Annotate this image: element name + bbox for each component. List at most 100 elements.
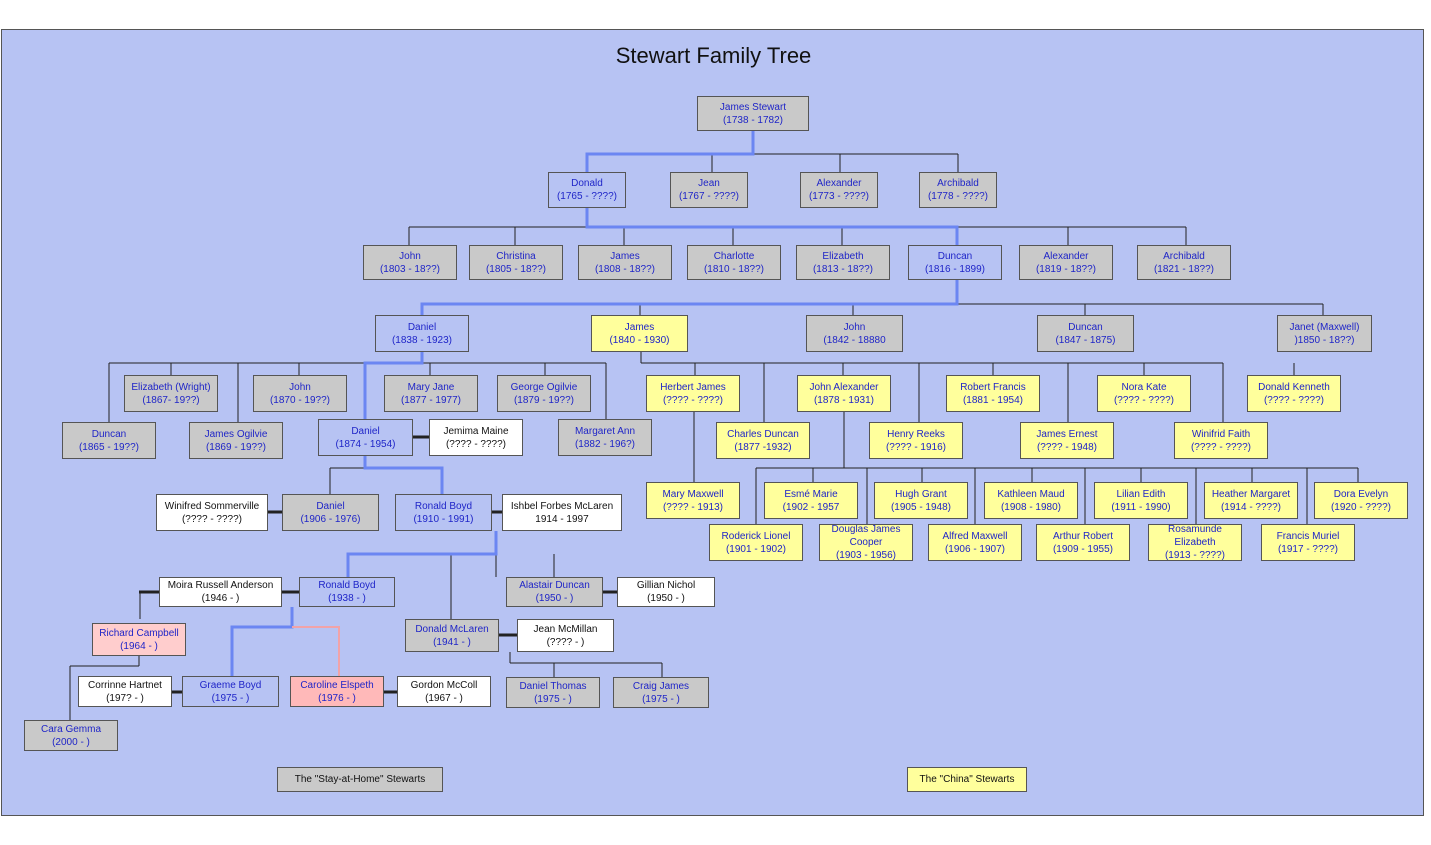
connector [408, 226, 1187, 245]
person-jamesernest: James Ernest(???? - 1948) [1020, 422, 1114, 459]
person-name: Winifred Sommerville [164, 500, 260, 512]
person-francismuriel: Francis Muriel(1917 - ????) [1261, 524, 1355, 561]
person-corinne: Corrinne Hartnet(197? - ) [78, 676, 172, 707]
person-name: Robert Francis [960, 381, 1026, 393]
connector [230, 607, 294, 676]
person-name: Daniel [407, 321, 437, 333]
connector [587, 153, 959, 172]
person-name: George Ogilvie [510, 381, 578, 393]
person-dates: (???? - ????) [1113, 394, 1175, 406]
person-dates: (1879 - 19??) [513, 394, 575, 406]
person-christina1805: Christina(1805 - 18??) [469, 245, 563, 280]
person-lilianedith: Lilian Edith(1911 - 1990) [1094, 482, 1188, 519]
connector [640, 352, 1295, 422]
person-herbertjames: Herbert James(???? - ????) [646, 375, 740, 412]
person-dates: (1878 - 1931) [813, 394, 875, 406]
person-name: Ronald Boyd [414, 500, 473, 512]
person-dates: (1813 - 18??) [812, 263, 874, 275]
person-name: Duncan [91, 428, 127, 440]
person-danielthomas1975: Daniel Thomas(1975 - ) [506, 677, 600, 708]
person-name: Donald [571, 178, 603, 189]
person-dates: (1906 - 1907) [944, 543, 1006, 555]
person-dates: (1964 - ) [120, 640, 158, 652]
person-duncan1816: Duncan(1816 - 1899) [908, 245, 1002, 280]
person-name: Hugh Grant [895, 488, 947, 500]
person-marymaxwell: Mary Maxwell(???? - 1913) [646, 482, 740, 519]
person-dates: )1850 - 18??) [1294, 334, 1355, 346]
person-name: Dora Evelyn [1333, 488, 1389, 500]
connector [755, 412, 1359, 524]
person-dates: (1908 - 1980) [1000, 501, 1062, 513]
legend-stay-at-home: The "Stay-at-Home" Stewarts [277, 767, 443, 792]
person-name: Donald Kenneth [1258, 381, 1330, 393]
person-john1870: John(1870 - 19??) [253, 375, 347, 412]
person-name: James Stewart [719, 101, 787, 113]
person-dates: (1950 - ) [535, 593, 574, 604]
person-name: Esmé Marie [784, 488, 838, 500]
person-name: Alexander [1043, 250, 1089, 262]
connector [495, 554, 555, 577]
person-dates: (1877 -1932) [734, 441, 792, 453]
person-name: James Ogilvie [204, 428, 268, 440]
person-craigjames1975: Craig James(1975 - ) [613, 677, 709, 708]
person-james1738: James Stewart(1738 - 1782) [697, 96, 809, 131]
person-margaretann1882: Margaret Ann(1882 - 196?) [558, 419, 652, 456]
person-caroline1976: Caroline Elspeth(1976 - ) [290, 676, 384, 707]
person-dates: (1967 - ) [425, 692, 463, 704]
person-dates: (1938 - ) [328, 593, 366, 604]
person-dates: (2000 - ) [52, 736, 90, 748]
person-dates: (???? - ????) [445, 438, 507, 450]
person-archibald1821: Archibald(1821 - 18??) [1137, 245, 1231, 280]
person-richard1964: Richard Campbell(1964 - ) [92, 623, 186, 656]
connector [420, 280, 959, 315]
family-tree-canvas: Stewart Family Tree James Stewart(1738 -… [1, 29, 1424, 816]
person-name: John [399, 250, 421, 262]
person-duncan1847: Duncan(1847 - 1875) [1037, 315, 1134, 352]
person-dates: (1910 - 1991) [413, 513, 474, 525]
person-duncan1865: Duncan(1865 - 19??) [62, 422, 156, 459]
person-dates: (1840 - 1930) [609, 334, 670, 346]
person-name: Ronald Boyd [318, 580, 376, 591]
person-jamesogilvie1869: James Ogilvie(1869 - 19??) [189, 422, 283, 459]
person-name: Caroline Elspeth [300, 679, 374, 691]
person-dates: (1870 - 19??) [269, 394, 331, 406]
person-name-line2: Cooper [849, 537, 883, 548]
person-dates: (1842 - 18880 [823, 334, 886, 346]
person-name: Mary Jane [407, 381, 455, 393]
person-james1840: James(1840 - 1930) [591, 315, 688, 352]
person-dates: (1847 - 1875) [1055, 334, 1116, 346]
person-name: Duncan [937, 250, 973, 262]
person-dates: (1950 - ) [647, 593, 685, 604]
person-johnalexander1878: John Alexander(1878 - 1931) [797, 375, 891, 412]
person-rodericklionel: Roderick Lionel(1901 - 1902) [709, 524, 803, 561]
person-dates: (1976 - ) [318, 692, 356, 704]
person-dates: (1867- 19??) [142, 394, 200, 406]
person-dates: (1901 - 1902) [725, 543, 787, 555]
person-doraevelyn: Dora Evelyn(1920 - ????) [1314, 482, 1408, 519]
person-name: Heather Margaret [1211, 488, 1291, 500]
person-name: Lilian Edith [1116, 488, 1166, 500]
person-name: Margaret Ann [574, 425, 636, 437]
connector [346, 531, 498, 577]
person-dates: (1819 - 18??) [1035, 263, 1097, 275]
person-dates: (1902 - 1957 [782, 501, 840, 513]
person-dates: (1803 - 18??) [379, 263, 441, 275]
person-dates: (1975 - ) [642, 693, 680, 705]
legend-china: The "China" Stewarts [907, 767, 1027, 792]
person-name: Gordon McColl [410, 679, 478, 691]
person-name: Nora Kate [1121, 381, 1167, 393]
person-dates: (1778 - ????) [927, 191, 989, 202]
person-name: Richard Campbell [99, 627, 179, 639]
person-gordon1967: Gordon McColl(1967 - ) [397, 676, 491, 707]
person-jemima: Jemima Maine(???? - ????) [429, 419, 523, 456]
person-name: John [843, 321, 866, 333]
person-dates: (1914 - ????) [1220, 501, 1282, 513]
person-dates: (1881 - 1954) [962, 394, 1024, 406]
person-name: Roderick Lionel [721, 530, 791, 542]
person-alexander1773: Alexander(1773 - ????) [800, 172, 878, 208]
person-dates: (1920 - ????) [1330, 501, 1392, 513]
person-alfredmaxwell: Alfred Maxwell(1906 - 1907) [928, 524, 1022, 561]
diagram-title: Stewart Family Tree [615, 43, 812, 68]
